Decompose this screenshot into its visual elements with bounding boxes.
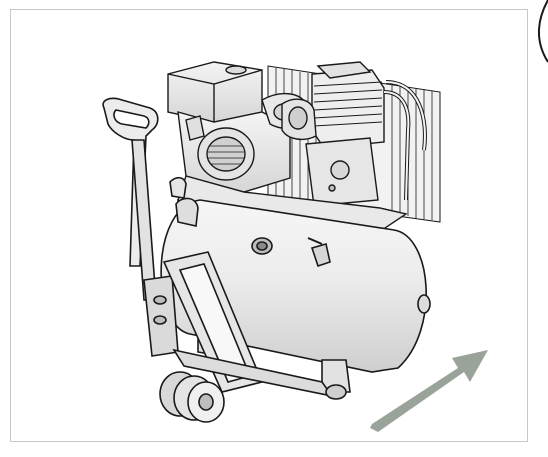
corner-curve-icon: [537, 0, 548, 63]
pallet-jack-icon: [102, 97, 347, 423]
figure-frame: [10, 9, 528, 442]
direction-arrow-icon: [370, 350, 488, 432]
compressor-pump: [305, 61, 427, 207]
drive-coupling: [281, 98, 317, 141]
